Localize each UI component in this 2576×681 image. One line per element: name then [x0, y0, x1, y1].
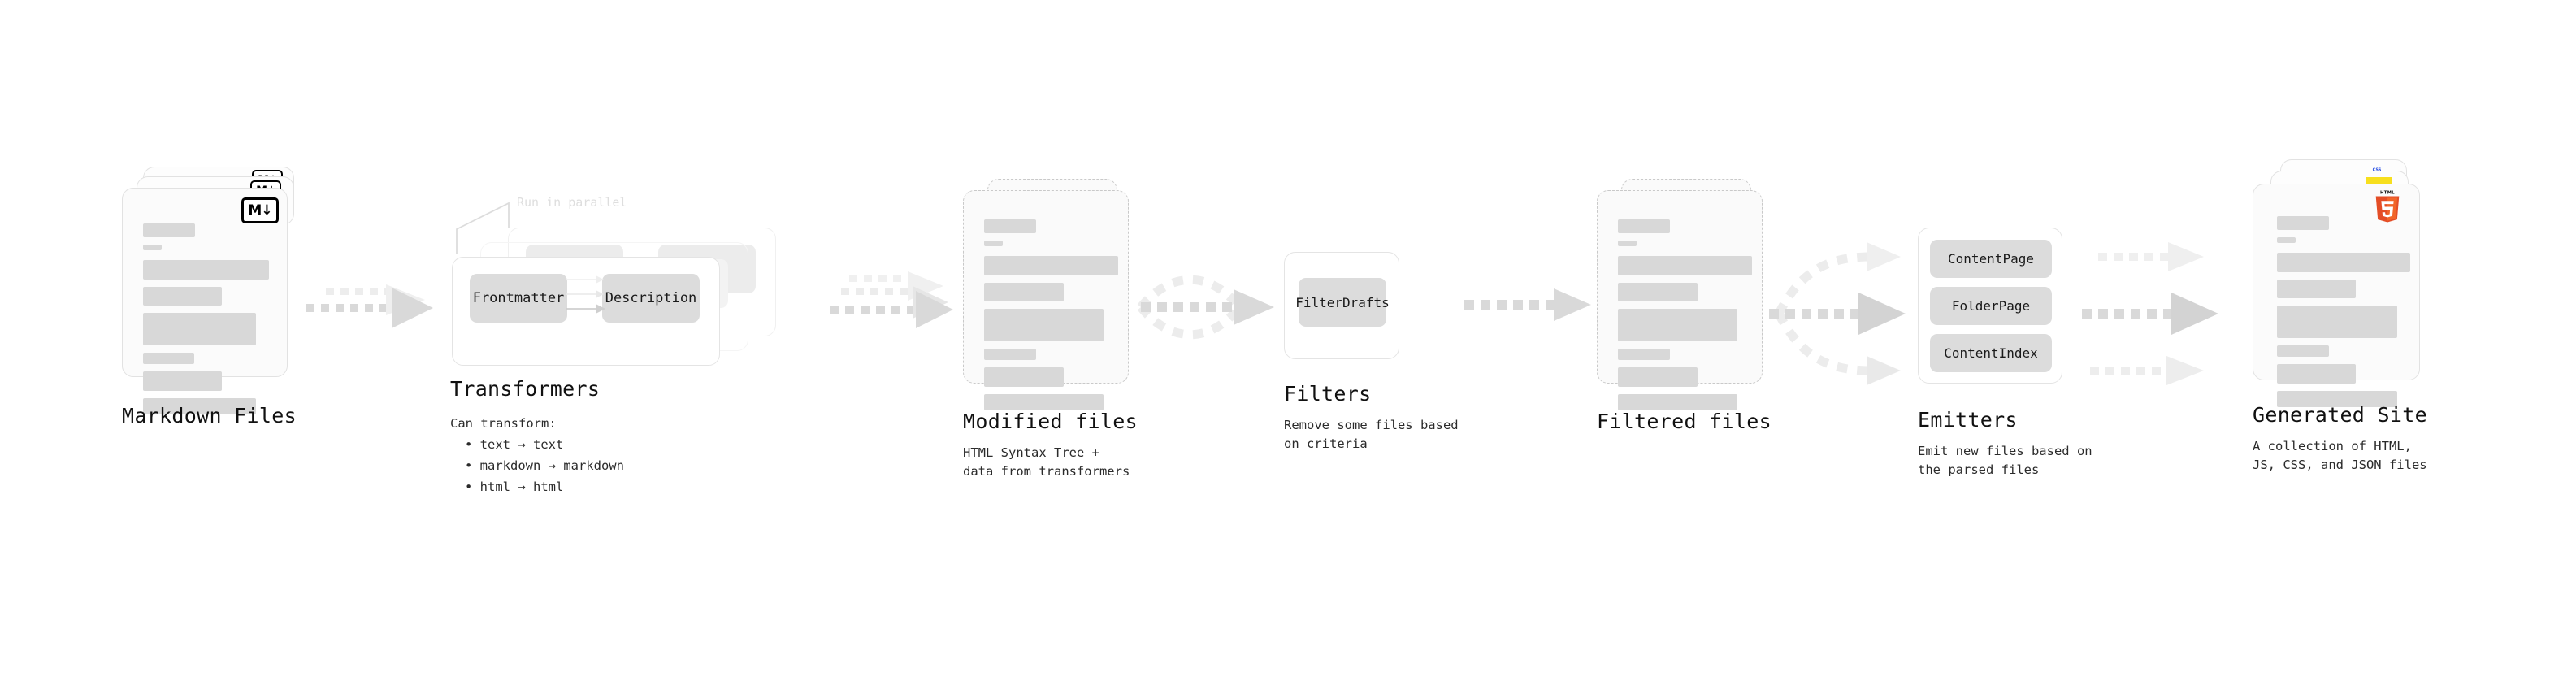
- markdown-card-skeleton: [143, 223, 273, 422]
- stage-generated-site: CSS HTML Gener: [2253, 159, 2439, 472]
- filtered-card-skeleton: [1618, 219, 1752, 418]
- stage-title-filters: Filters: [1284, 382, 1372, 406]
- connector-filtered-to-emitters: [1767, 236, 1922, 385]
- svg-text:CSS: CSS: [2373, 168, 2382, 173]
- emitter-pill-folderpage[interactable]: FolderPage: [1930, 287, 2052, 325]
- stage-filtered-files: Filtered files: [1597, 179, 1776, 433]
- stage-title-modified-files: Modified files: [963, 410, 1138, 433]
- run-in-parallel-label: Run in parallel: [517, 195, 627, 210]
- emitters-panel: ContentPage FolderPage ContentIndex: [1918, 228, 2062, 384]
- filtered-card-stack: [1597, 179, 1776, 410]
- modified-card-stack: [963, 179, 1142, 410]
- site-card-stack: CSS HTML: [2253, 159, 2439, 407]
- connector-filters-to-filtered: [1463, 288, 1593, 329]
- filter-pill-filterdrafts[interactable]: FilterDrafts: [1295, 278, 1390, 327]
- stage-desc-filters: Remove some files based on criteria: [1284, 418, 1459, 451]
- connector-md-to-transformers: [305, 276, 443, 349]
- stage-desc-generated-site: A collection of HTML, JS, CSS, and JSON …: [2253, 439, 2427, 472]
- stage-modified-files: Modified files HTML Syntax Tree + data f…: [963, 179, 1142, 479]
- stage-desc-modified-files: HTML Syntax Tree + data from transformer…: [963, 445, 1130, 479]
- transformer-panel: Frontmatter Description: [452, 257, 720, 366]
- emitter-pill-contentindex[interactable]: ContentIndex: [1930, 334, 2052, 372]
- connector-emitters-to-site: [2080, 236, 2251, 385]
- site-card-skeleton: [2277, 216, 2415, 414]
- markdown-card-stack: M↓ M↓ M↓: [122, 167, 309, 414]
- emitter-pill-contentpage[interactable]: ContentPage: [1930, 240, 2052, 278]
- html5-icon: HTML: [2375, 191, 2400, 223]
- transformer-pill-frontmatter[interactable]: Frontmatter: [470, 274, 567, 323]
- stage-title-transformers: Transformers: [450, 377, 601, 401]
- transformer-pill-description[interactable]: Description: [602, 274, 700, 323]
- svg-text:HTML: HTML: [2380, 191, 2395, 196]
- stage-title-emitters: Emitters: [1918, 408, 2018, 432]
- stage-desc-emitters: Emit new files based on the parsed files: [1918, 444, 2092, 477]
- filters-panel: FilterDrafts: [1284, 252, 1399, 359]
- stage-title-markdown-files: Markdown Files: [122, 404, 297, 427]
- markdown-icon: M↓: [241, 197, 279, 223]
- transformers-bullet-0: • text → text: [465, 437, 564, 452]
- connector-transformers-to-modified: [817, 268, 955, 358]
- stage-title-filtered-files: Filtered files: [1597, 410, 1772, 433]
- transformers-bullet-2: • html → html: [465, 479, 564, 494]
- stage-title-generated-site: Generated Site: [2253, 403, 2427, 427]
- transformer-inner-arrows: [566, 275, 605, 314]
- modified-card-skeleton: [984, 219, 1118, 418]
- transformers-bullet-1: • markdown → markdown: [465, 458, 624, 473]
- stage-desc-transformers: Can transform:: [450, 416, 557, 431]
- stage-markdown-files: M↓ M↓ M↓ Markdown Files: [122, 167, 309, 427]
- connector-modified-to-filters: [1137, 258, 1284, 356]
- run-in-parallel-bracket: [456, 202, 510, 254]
